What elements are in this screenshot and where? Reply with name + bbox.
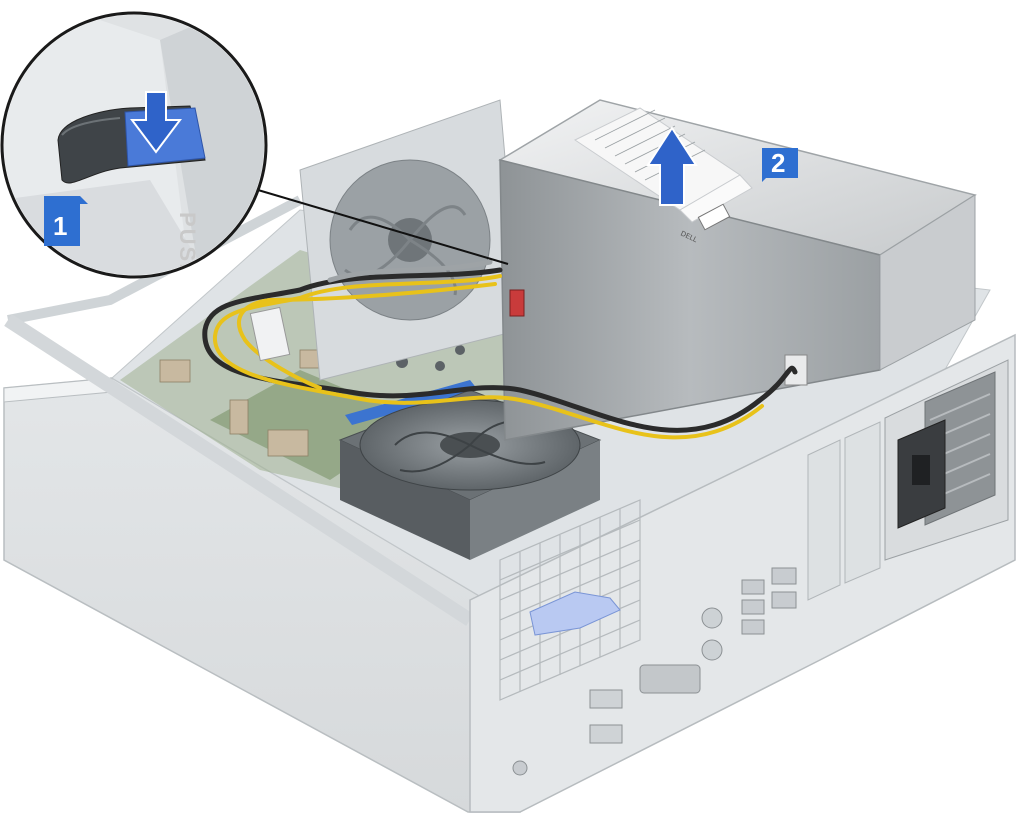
callout-2-number: 2 — [771, 148, 785, 178]
power-cables — [202, 259, 798, 440]
callout-1-number: 1 — [53, 211, 67, 241]
system-fan — [299, 99, 521, 381]
psu-rear-face — [884, 359, 1009, 561]
press-down-arrow — [130, 91, 182, 154]
inset-leader-line — [257, 189, 509, 265]
psu-barcode — [697, 203, 731, 231]
callout-2: 2 — [762, 148, 798, 182]
rear-vent-grid — [499, 499, 641, 701]
lift-up-arrow — [646, 126, 698, 206]
expansion-slot-covers — [807, 421, 881, 601]
blue-latch-lever — [529, 591, 621, 636]
callout-1: 1 — [44, 196, 88, 246]
rear-io-ports — [512, 567, 797, 776]
